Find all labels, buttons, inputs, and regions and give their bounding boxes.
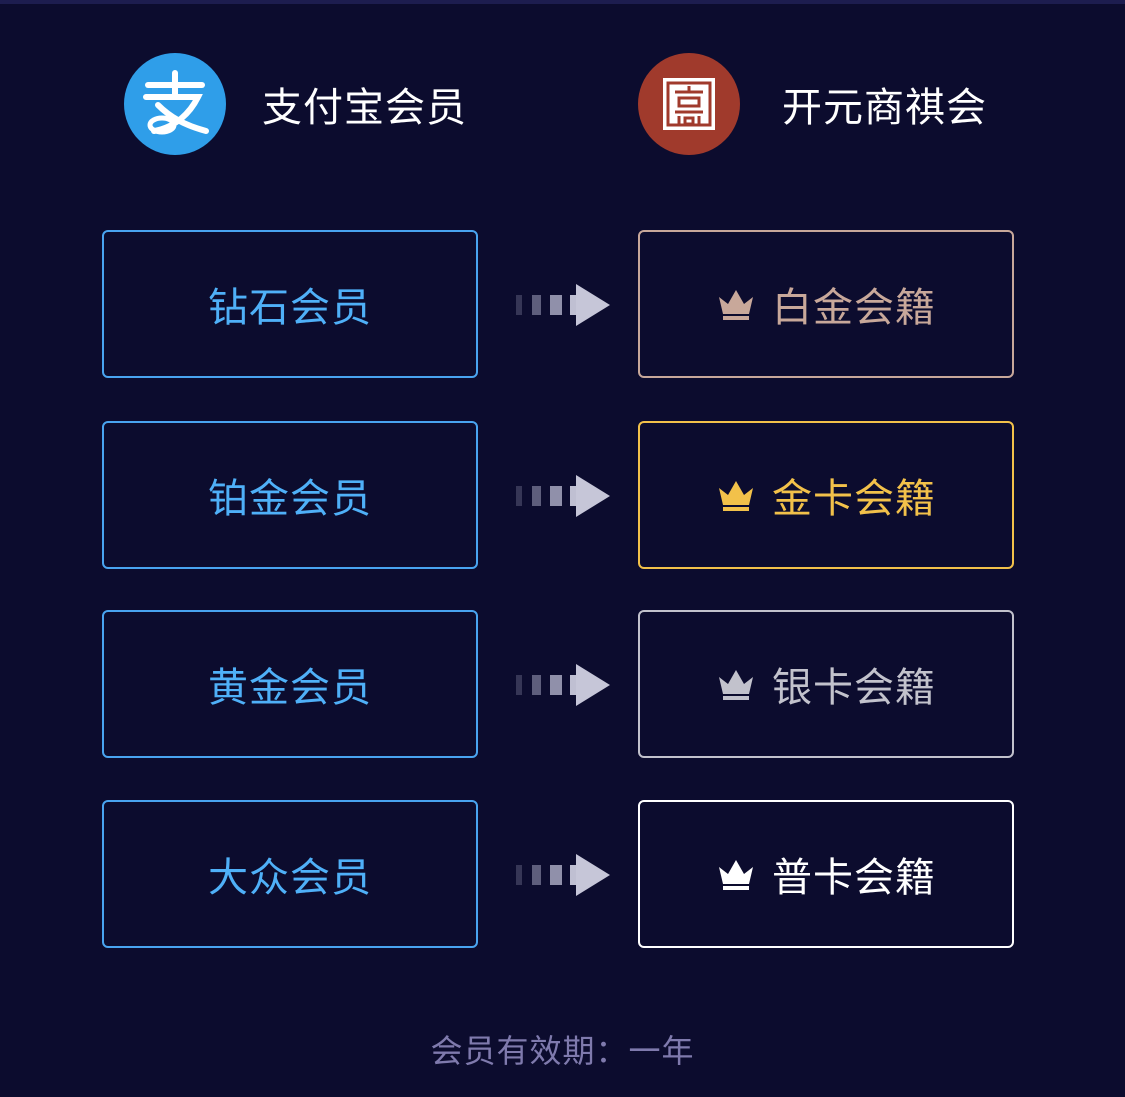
kaiyuan-tier-label: 普卡会籍 [772,855,936,901]
alipay-header: 支付宝会员 [124,52,467,156]
arrow-right-icon [516,854,610,896]
crown-icon [716,857,756,891]
tier-row: 黄金会员 银卡会籍 [102,610,1014,758]
kaiyuan-header: 开元商祺会 [638,52,987,156]
arrow-right-icon [516,284,610,326]
kaiyuan-tier-box: 金卡会籍 [638,421,1014,569]
tier-row: 大众会员 普卡会籍 [102,800,1014,948]
alipay-logo-icon [124,53,226,155]
kaiyuan-tier-box: 白金会籍 [638,230,1014,378]
crown-icon [716,287,756,321]
alipay-tier-label: 铂金会员 [208,476,372,522]
crown-icon [716,478,756,512]
tier-row: 铂金会员 金卡会籍 [102,421,1014,569]
arrow-right-icon [516,664,610,706]
tier-row: 钻石会员 白金会籍 [102,230,1014,378]
alipay-tier-label: 钻石会员 [208,285,372,331]
alipay-header-title: 支付宝会员 [262,85,467,131]
top-divider [0,0,1125,4]
kaiyuan-tier-box: 普卡会籍 [638,800,1014,948]
crown-icon [716,667,756,701]
arrow-right-icon [516,475,610,517]
kaiyuan-tier-label: 白金会籍 [772,285,936,331]
alipay-tier-box: 大众会员 [102,800,478,948]
kaiyuan-seal-logo-icon [638,53,740,155]
kaiyuan-tier-label: 银卡会籍 [772,665,936,711]
kaiyuan-header-title: 开元商祺会 [782,85,987,131]
kaiyuan-tier-box: 银卡会籍 [638,610,1014,758]
alipay-tier-box: 黄金会员 [102,610,478,758]
alipay-tier-label: 黄金会员 [208,665,372,711]
alipay-tier-box: 铂金会员 [102,421,478,569]
alipay-tier-box: 钻石会员 [102,230,478,378]
validity-note: 会员有效期：一年 [430,1032,695,1070]
alipay-tier-label: 大众会员 [208,855,372,901]
kaiyuan-tier-label: 金卡会籍 [772,476,936,522]
